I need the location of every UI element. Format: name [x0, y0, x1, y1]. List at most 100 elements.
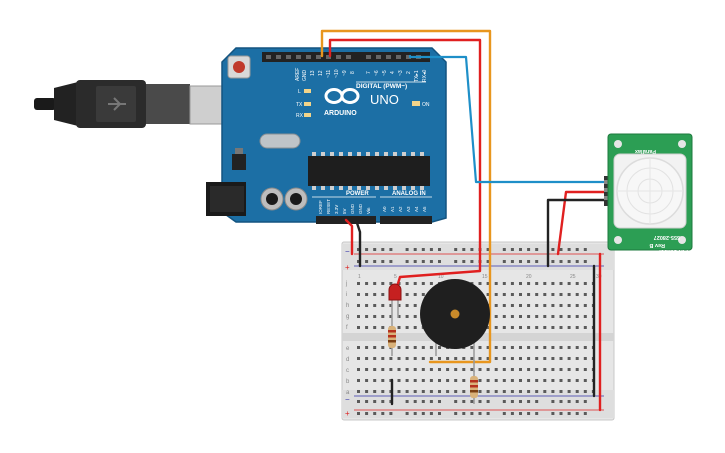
breadboard-hole[interactable]	[535, 412, 539, 415]
breadboard-hole[interactable]	[551, 326, 555, 329]
breadboard-hole[interactable]	[494, 368, 498, 371]
breadboard-hole[interactable]	[389, 368, 393, 371]
breadboard-hole[interactable]	[365, 390, 369, 393]
breadboard-hole[interactable]	[502, 357, 506, 360]
breadboard-hole[interactable]	[357, 412, 360, 415]
breadboard-hole[interactable]	[381, 368, 385, 371]
breadboard-hole[interactable]	[543, 357, 547, 360]
breadboard-hole[interactable]	[429, 357, 433, 360]
breadboard-hole[interactable]	[502, 315, 506, 318]
breadboard-hole[interactable]	[381, 293, 385, 296]
breadboard-hole[interactable]	[559, 412, 563, 415]
breadboard-hole[interactable]	[575, 315, 579, 318]
breadboard-hole[interactable]	[559, 357, 563, 360]
breadboard-hole[interactable]	[373, 304, 377, 307]
breadboard-hole[interactable]	[357, 282, 360, 285]
breadboard-hole[interactable]	[373, 315, 377, 318]
breadboard-hole[interactable]	[575, 248, 579, 251]
breadboard-hole[interactable]	[421, 412, 425, 415]
breadboard-hole[interactable]	[413, 315, 417, 318]
breadboard-hole[interactable]	[373, 379, 377, 382]
breadboard-hole[interactable]	[567, 248, 571, 251]
breadboard-hole[interactable]	[381, 400, 385, 403]
breadboard-hole[interactable]	[413, 357, 417, 360]
breadboard-hole[interactable]	[567, 260, 571, 263]
breadboard-hole[interactable]	[519, 293, 522, 296]
breadboard-hole[interactable]	[381, 304, 385, 307]
breadboard-hole[interactable]	[357, 346, 360, 349]
breadboard-hole[interactable]	[583, 412, 587, 415]
breadboard-hole[interactable]	[486, 326, 490, 329]
breadboard-hole[interactable]	[527, 400, 531, 403]
breadboard-hole[interactable]	[559, 260, 563, 263]
breadboard-hole[interactable]	[510, 390, 514, 393]
breadboard-hole[interactable]	[478, 412, 482, 415]
breadboard-hole[interactable]	[519, 304, 522, 307]
breadboard-hole[interactable]	[413, 379, 417, 382]
breadboard-hole[interactable]	[575, 293, 579, 296]
breadboard-hole[interactable]	[446, 357, 450, 360]
breadboard-hole[interactable]	[357, 326, 360, 329]
breadboard-hole[interactable]	[454, 368, 458, 371]
breadboard-hole[interactable]	[478, 400, 482, 403]
breadboard-hole[interactable]	[551, 248, 555, 251]
breadboard-hole[interactable]	[365, 326, 369, 329]
breadboard-hole[interactable]	[559, 368, 563, 371]
breadboard-hole[interactable]	[543, 282, 547, 285]
breadboard-hole[interactable]	[502, 282, 506, 285]
breadboard-hole[interactable]	[413, 400, 417, 403]
breadboard-hole[interactable]	[567, 282, 571, 285]
breadboard-hole[interactable]	[462, 390, 466, 393]
breadboard-hole[interactable]	[389, 248, 393, 251]
breadboard-hole[interactable]	[559, 390, 563, 393]
breadboard-hole[interactable]	[567, 293, 571, 296]
breadboard-hole[interactable]	[510, 368, 514, 371]
breadboard-hole[interactable]	[519, 390, 522, 393]
breadboard-hole[interactable]	[470, 260, 474, 263]
breadboard-hole[interactable]	[365, 412, 369, 415]
breadboard-hole[interactable]	[519, 412, 522, 415]
breadboard-hole[interactable]	[510, 379, 514, 382]
breadboard-hole[interactable]	[365, 368, 369, 371]
breadboard-hole[interactable]	[454, 248, 458, 251]
breadboard-hole[interactable]	[510, 315, 514, 318]
breadboard-hole[interactable]	[389, 412, 393, 415]
breadboard-hole[interactable]	[357, 260, 360, 263]
breadboard-hole[interactable]	[543, 379, 547, 382]
breadboard-hole[interactable]	[365, 379, 369, 382]
breadboard-hole[interactable]	[373, 248, 377, 251]
breadboard-hole[interactable]	[421, 260, 425, 263]
breadboard-hole[interactable]	[567, 379, 571, 382]
breadboard-hole[interactable]	[527, 390, 531, 393]
breadboard-hole[interactable]	[567, 412, 571, 415]
breadboard-hole[interactable]	[527, 282, 531, 285]
breadboard-hole[interactable]	[519, 368, 522, 371]
breadboard-hole[interactable]	[357, 357, 360, 360]
breadboard-hole[interactable]	[551, 346, 555, 349]
breadboard-hole[interactable]	[446, 379, 450, 382]
breadboard-hole[interactable]	[446, 368, 450, 371]
breadboard-hole[interactable]	[543, 315, 547, 318]
breadboard-hole[interactable]	[502, 346, 506, 349]
breadboard-hole[interactable]	[583, 379, 587, 382]
breadboard-hole[interactable]	[575, 390, 579, 393]
breadboard-hole[interactable]	[429, 282, 433, 285]
breadboard-hole[interactable]	[535, 293, 539, 296]
breadboard-hole[interactable]	[381, 260, 385, 263]
breadboard-hole[interactable]	[551, 357, 555, 360]
breadboard-hole[interactable]	[389, 315, 393, 318]
breadboard-hole[interactable]	[429, 390, 433, 393]
breadboard-hole[interactable]	[462, 260, 466, 263]
breadboard-hole[interactable]	[438, 346, 441, 349]
breadboard-hole[interactable]	[365, 304, 369, 307]
breadboard-hole[interactable]	[438, 368, 441, 371]
breadboard-hole[interactable]	[429, 400, 433, 403]
breadboard-hole[interactable]	[397, 326, 401, 329]
breadboard-hole[interactable]	[559, 379, 563, 382]
breadboard-hole[interactable]	[357, 379, 360, 382]
breadboard-hole[interactable]	[494, 315, 498, 318]
breadboard-hole[interactable]	[567, 357, 571, 360]
breadboard-hole[interactable]	[421, 282, 425, 285]
breadboard-hole[interactable]	[429, 412, 433, 415]
breadboard-hole[interactable]	[502, 304, 506, 307]
